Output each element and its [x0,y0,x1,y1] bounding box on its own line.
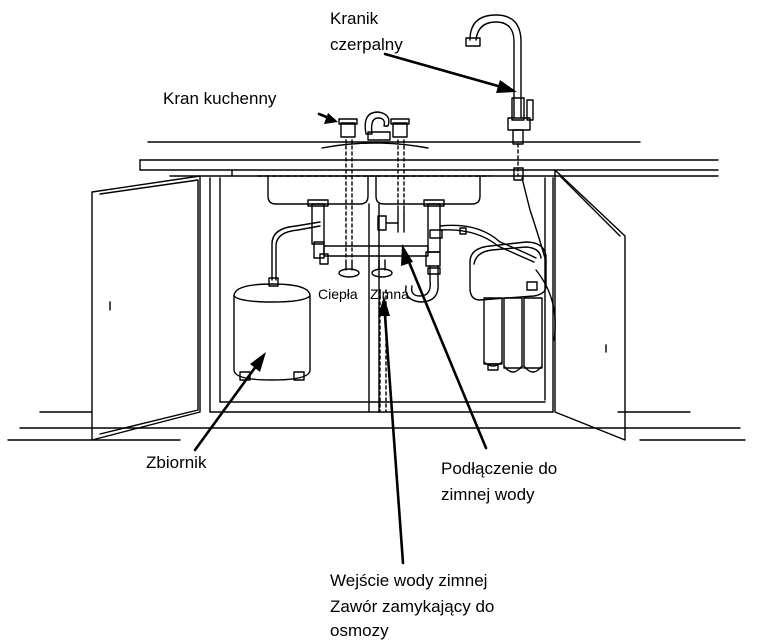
sink [257,175,491,205]
countertop [139,141,719,177]
cold-connection-label-line1: Podłączenie do [441,459,558,478]
drain-pipes [307,199,445,303]
ro-tubing [271,177,556,341]
tank-label: Zbiornik [146,453,207,472]
ro-filter-unit-icon [469,241,547,373]
right-door [554,169,626,441]
cabinet [7,177,746,441]
inlet-valve-label-line1: Wejście wody zimnej [330,571,488,590]
angle-valves [338,259,393,278]
cold-label: Zimna [370,286,409,302]
kitchen-tap-icon [321,111,429,149]
inlet-valve-label-line3: osmozy [330,621,389,640]
pointer-arrows [193,52,514,565]
faucet-label-line2: czerpalny [330,35,403,54]
storage-tank-icon [233,277,311,381]
left-door [91,175,201,441]
hot-label: Ciepła [318,286,358,302]
faucet-label-line1: Kranik [330,9,379,28]
kitchen-tap-label: Kran kuchenny [163,89,277,108]
inlet-valve-label-line2: Zawór zamykający do [330,597,495,616]
arrow-heads [250,80,517,372]
cold-connection-label-line2: zimnej wody [441,485,535,504]
cold-connection-fitting [377,209,405,233]
ro-faucet-icon [465,14,534,181]
